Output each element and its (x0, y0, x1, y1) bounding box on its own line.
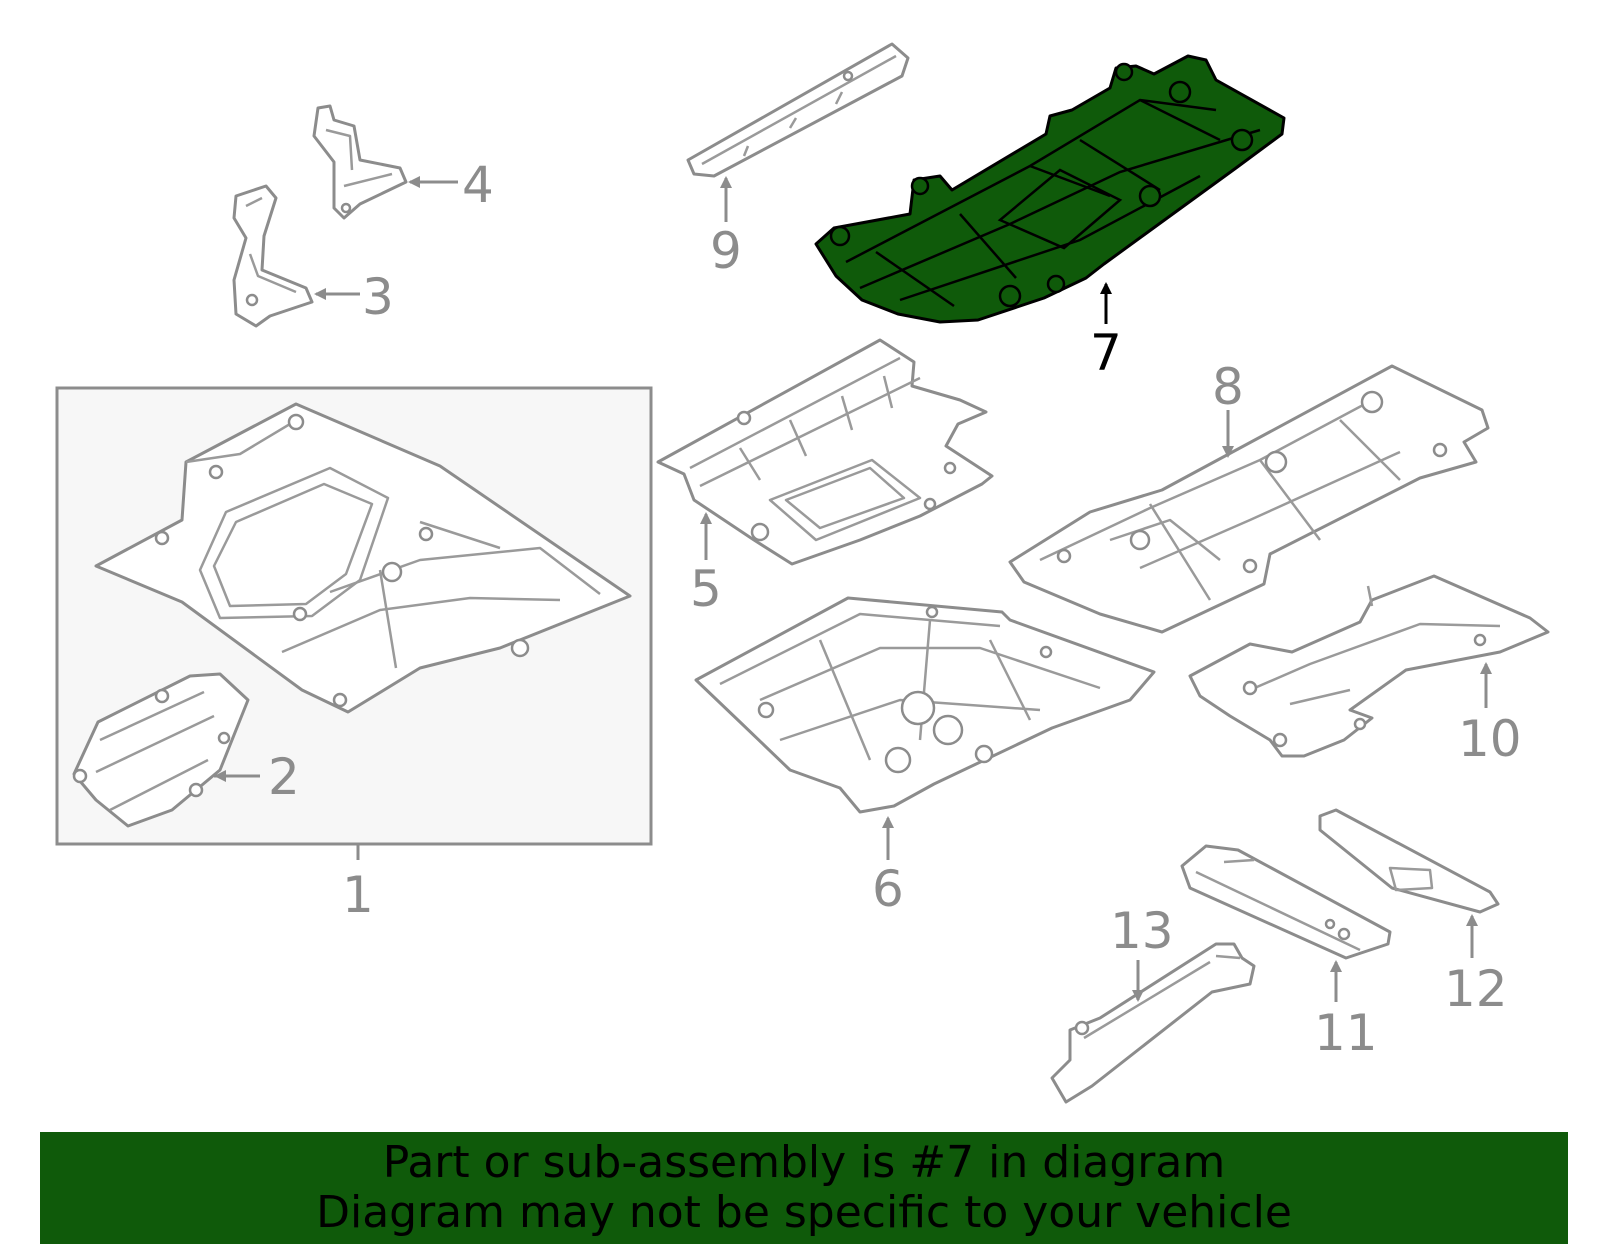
part-8-shield[interactable] (1008, 364, 1490, 634)
part-13-bracket[interactable] (1050, 942, 1256, 1104)
part-11-bracket[interactable] (1180, 844, 1392, 960)
callout-13: 13 (1110, 902, 1174, 960)
part-2-shield[interactable] (72, 672, 250, 828)
callout-3: 3 (362, 268, 394, 326)
callout-6: 6 (872, 860, 904, 918)
callout-1: 1 (342, 866, 374, 924)
callout-11: 11 (1314, 1004, 1378, 1062)
callout-12: 12 (1444, 960, 1508, 1018)
part-9-rail[interactable] (686, 42, 910, 178)
callout-5: 5 (690, 560, 722, 618)
part-5-shield[interactable] (656, 338, 994, 566)
callout-10: 10 (1458, 710, 1522, 768)
part-3-bracket[interactable] (232, 184, 314, 328)
part-4-bracket[interactable] (312, 104, 408, 220)
callout-8: 8 (1212, 358, 1244, 416)
part-6-shield[interactable] (694, 596, 1156, 814)
callout-2: 2 (268, 748, 300, 806)
leader-lines (214, 176, 1492, 1002)
callout-7: 7 (1090, 324, 1122, 382)
callout-4: 4 (462, 156, 494, 214)
banner-line-part-reference: Part or sub-assembly is #7 in diagram (382, 1137, 1226, 1188)
banner-line-disclaimer: Diagram may not be specific to your vehi… (316, 1187, 1292, 1238)
part-12-bracket[interactable] (1318, 808, 1500, 914)
callout-9: 9 (710, 222, 742, 280)
part-7-undershield-highlighted[interactable] (814, 54, 1286, 324)
part-1-undershield[interactable] (94, 402, 632, 714)
info-banner: Part or sub-assembly is #7 in diagram Di… (40, 1132, 1568, 1244)
part-10-shield[interactable] (1188, 574, 1550, 758)
